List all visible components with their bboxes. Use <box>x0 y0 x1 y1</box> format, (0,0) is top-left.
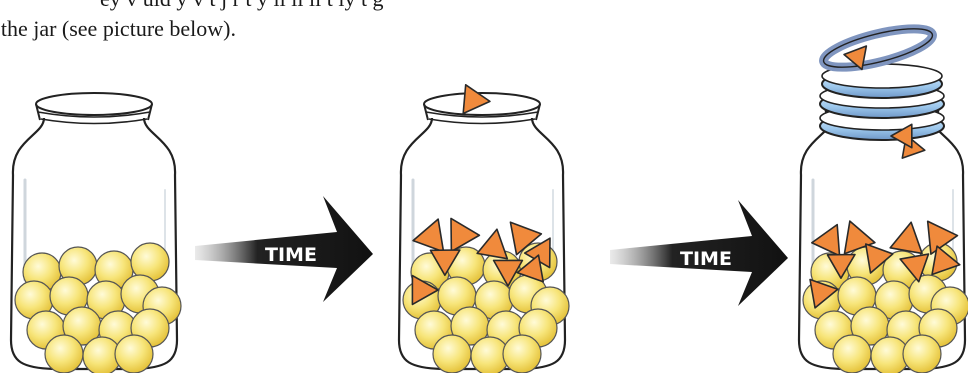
jar-3-lids <box>820 21 944 148</box>
yellow-ball-icon <box>115 335 153 373</box>
arrow-label: TIME <box>265 244 317 266</box>
orange-triangle-icon <box>463 85 490 114</box>
time-arrow-1: TIME <box>195 196 373 302</box>
yellow-ball-icon <box>833 335 871 373</box>
yellow-ball-icon <box>503 335 541 373</box>
jar-rim <box>36 93 152 115</box>
yellow-ball-icon <box>433 335 471 373</box>
arrow-label: TIME <box>680 248 732 270</box>
yellow-ball-icon <box>903 335 941 373</box>
time-arrow-2: TIME <box>610 200 788 306</box>
yellow-ball-icon <box>45 335 83 373</box>
